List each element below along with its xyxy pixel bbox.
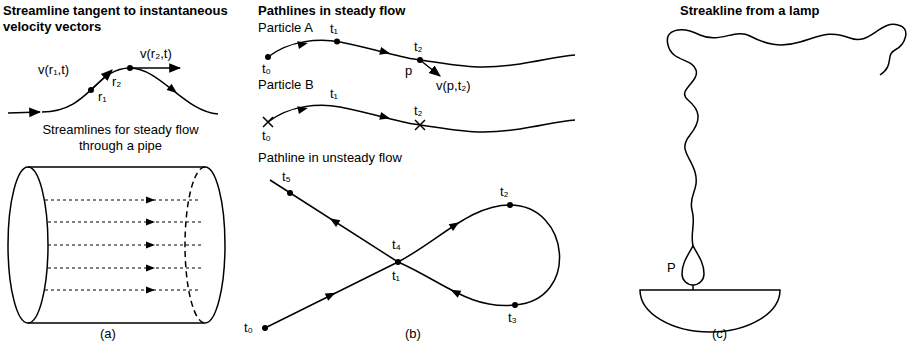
panel-letter: (a): [100, 326, 116, 342]
time-label: t₃: [508, 310, 517, 326]
pipe-streamlines: [45, 200, 203, 290]
arrowheads: [146, 39, 461, 301]
velocity-vector: [130, 67, 180, 69]
time-label: t₅: [282, 169, 291, 185]
figure-caption: Streamlines for steady flow through a pi…: [38, 122, 203, 153]
panel-letter: (b): [405, 326, 421, 342]
pathline: [265, 180, 560, 328]
time-label: t₁: [330, 86, 338, 102]
pipe-end: [8, 167, 48, 323]
time-label: t₀: [262, 61, 271, 77]
lamp-bowl: [640, 290, 780, 332]
cross-marker: [263, 117, 425, 130]
time-label: t₀: [244, 320, 253, 336]
time-label: t₁: [330, 21, 338, 37]
panel-letter: (c): [712, 326, 727, 342]
vector-label: v(r₁,t): [38, 62, 69, 78]
flow-arrow: [8, 112, 40, 113]
vector-label: v(r₂,t): [140, 46, 172, 62]
time-label: t₀: [262, 128, 271, 144]
pipe-end: [205, 167, 225, 323]
lamp-flame: [682, 246, 704, 285]
time-label: t₂: [500, 184, 509, 200]
velocity-vector: [91, 70, 112, 90]
point-label: P: [667, 260, 676, 276]
points: [88, 39, 518, 332]
point-label: r₂: [112, 74, 121, 90]
vector-label: v(p,t₂): [436, 78, 471, 94]
particle-label: Particle B: [258, 77, 314, 93]
time-label: t₄: [392, 237, 401, 253]
panel-heading: Streakline from a lamp: [680, 3, 819, 19]
panel-heading: Pathlines in steady flow: [258, 3, 405, 19]
time-label: t₁: [392, 268, 400, 284]
point-label: p: [405, 63, 412, 79]
panel-subheading: Pathline in unsteady flow: [258, 150, 402, 166]
time-label: t₂: [414, 39, 423, 55]
velocity-vector: [420, 60, 440, 76]
time-label: t₂: [414, 103, 423, 119]
point-label: r₁: [98, 89, 107, 105]
pipe-wall: [28, 167, 205, 323]
panel-heading: Streamline tangent to instantaneous velo…: [3, 3, 243, 34]
streakline: [667, 24, 905, 246]
particle-label: Particle A: [258, 20, 313, 36]
